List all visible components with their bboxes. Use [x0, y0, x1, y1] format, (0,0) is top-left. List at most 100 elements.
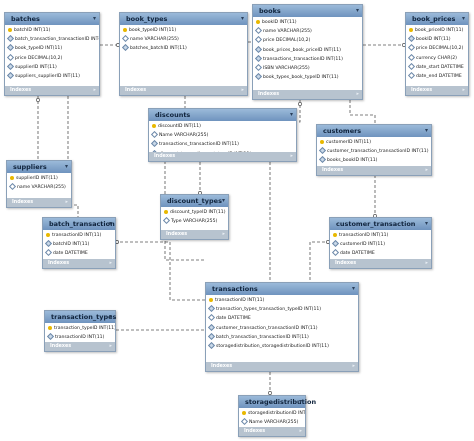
table-column[interactable]: book_types_book_typeID INT(11) — [253, 73, 362, 82]
table-column[interactable]: name VARCHAR(255) — [7, 183, 71, 192]
table-header[interactable]: books▾ — [253, 5, 362, 17]
expand-chevron-icon[interactable]: ▸ — [109, 343, 112, 349]
table-column[interactable]: book_typeID INT(11) — [120, 26, 247, 35]
collapse-chevron-icon[interactable]: ▾ — [424, 127, 428, 134]
table-column[interactable]: price DECIMAL(10,2) — [406, 44, 468, 53]
collapse-chevron-icon[interactable]: ▾ — [351, 285, 355, 292]
table-column[interactable]: customer_transaction_transactionID INT(1… — [317, 147, 431, 156]
table-column[interactable]: transactionID INT(11) — [45, 333, 115, 342]
table-column[interactable]: transactions_transactionID INT(11) — [253, 54, 362, 64]
collapse-chevron-icon[interactable]: ▾ — [108, 313, 112, 320]
table-column[interactable]: price DECIMAL(10,2) — [253, 36, 362, 45]
table-column[interactable]: currency CHAR(2) — [406, 53, 468, 63]
table-column[interactable]: transactionID INT(11) — [330, 231, 431, 240]
table-column[interactable]: transactions_transactionID INT(11) — [149, 140, 296, 149]
table-column[interactable]: bookID INT(11) — [406, 35, 468, 44]
expand-chevron-icon[interactable]: ▸ — [299, 428, 302, 434]
indexes-footer[interactable]: Indexes▸ — [161, 230, 228, 239]
table-customers[interactable]: customers▾customerID INT(11)customer_tra… — [316, 124, 432, 176]
table-column[interactable]: transaction_types_transaction_typeID INT… — [206, 305, 358, 314]
table-column[interactable]: batchID INT(11) — [43, 240, 115, 249]
collapse-chevron-icon[interactable]: ▾ — [221, 197, 225, 204]
table-column[interactable]: suppliers_supplierID INT(11) — [5, 71, 99, 81]
table-books[interactable]: books▾bookID INT(11)name VARCHAR(255)pri… — [252, 4, 363, 100]
table-column[interactable]: transaction_typeID INT(11) — [45, 324, 115, 333]
table-column[interactable]: customerID INT(11) — [317, 138, 431, 147]
expand-chevron-icon[interactable]: ▸ — [65, 199, 68, 205]
table-storagedistribution[interactable]: storagedistribution▾storagedistributionI… — [238, 395, 316, 437]
table-column[interactable]: Name VARCHAR(255) — [239, 418, 305, 427]
expand-chevron-icon[interactable]: ▸ — [462, 87, 465, 93]
expand-chevron-icon[interactable]: ▸ — [352, 363, 355, 369]
collapse-chevron-icon[interactable]: ▾ — [424, 220, 428, 227]
table-header[interactable]: batch_transaction▾ — [43, 218, 115, 230]
collapse-chevron-icon[interactable]: ▾ — [289, 111, 293, 118]
table-transaction-types[interactable]: transaction_types▾transaction_typeID INT… — [44, 310, 116, 352]
table-column[interactable]: transactionID INT(11) — [206, 296, 358, 305]
indexes-footer[interactable]: Indexes▸ — [253, 90, 362, 99]
collapse-chevron-icon[interactable]: ▾ — [298, 398, 302, 405]
table-header[interactable]: transaction_types▾ — [45, 311, 116, 323]
table-column[interactable]: book_typeID INT(11) — [5, 44, 99, 53]
table-column[interactable]: date DATETIME — [206, 314, 358, 323]
collapse-chevron-icon[interactable]: ▾ — [240, 15, 244, 22]
indexes-footer[interactable]: Indexes▸ — [317, 166, 431, 175]
table-header[interactable]: book_prices▾ — [406, 13, 468, 25]
table-column[interactable]: date DATETIME — [43, 249, 115, 258]
expand-chevron-icon[interactable]: ▸ — [222, 231, 225, 237]
collapse-chevron-icon[interactable]: ▾ — [64, 163, 68, 170]
table-column[interactable]: bookID INT(11) — [253, 18, 362, 27]
table-column[interactable]: ISBN VARCHAR(255) — [253, 63, 362, 73]
table-column[interactable]: batchID INT(11) — [5, 26, 99, 35]
table-customer-transaction[interactable]: customer_transaction▾transactionID INT(1… — [329, 217, 432, 269]
indexes-footer[interactable]: Indexes▸ — [149, 152, 296, 161]
table-column[interactable]: supplierID INT(11) — [7, 174, 71, 183]
expand-chevron-icon[interactable]: ▸ — [425, 260, 428, 266]
table-header[interactable]: customer_transaction▾ — [330, 218, 431, 230]
table-column[interactable]: book_prices_book_priceID INT(11) — [253, 45, 362, 55]
table-column[interactable]: customer_transaction_transactionID INT(1… — [206, 323, 358, 333]
table-column[interactable]: books_bookID INT(11) — [317, 156, 431, 165]
table-column[interactable]: batches_batchID INT(11) — [120, 44, 247, 53]
table-column[interactable]: batch_transaction_transactionID INT(11) — [206, 332, 358, 342]
table-column[interactable]: discount_typeID INT(11) — [161, 208, 228, 217]
indexes-footer[interactable]: Indexes▸ — [330, 259, 431, 268]
table-column[interactable]: customerID INT(11) — [330, 240, 431, 249]
expand-chevron-icon[interactable]: ▸ — [290, 153, 293, 159]
table-column[interactable]: date_end DATETIME — [406, 71, 468, 81]
table-book-prices[interactable]: book_prices▾book_priceID INT(11)bookID I… — [405, 12, 469, 96]
collapse-chevron-icon[interactable]: ▾ — [108, 220, 112, 227]
table-column[interactable]: book_priceID INT(11) — [406, 26, 468, 35]
table-book-types[interactable]: book_types▾book_typeID INT(11)name VARCH… — [119, 12, 248, 96]
table-header[interactable]: customers▾ — [317, 125, 431, 137]
indexes-footer[interactable]: Indexes▸ — [45, 342, 115, 351]
table-column[interactable]: Name VARCHAR(255) — [149, 131, 296, 140]
table-column[interactable]: name VARCHAR(255) — [253, 27, 362, 36]
table-header[interactable]: batches▾ — [5, 13, 99, 25]
indexes-footer[interactable]: Indexes▸ — [7, 198, 71, 207]
indexes-footer[interactable]: Indexes▸ — [206, 362, 358, 371]
table-header[interactable]: discount_types▾ — [161, 195, 228, 207]
table-header[interactable]: transactions▾ — [206, 283, 358, 295]
expand-chevron-icon[interactable]: ▸ — [109, 260, 112, 266]
table-column[interactable]: name VARCHAR(255) — [120, 35, 247, 44]
table-header[interactable]: suppliers▾ — [7, 161, 71, 173]
table-transactions[interactable]: transactions▾transactionID INT(11)transa… — [205, 282, 359, 372]
expand-chevron-icon[interactable]: ▸ — [425, 167, 428, 173]
indexes-footer[interactable]: Indexes▸ — [120, 86, 247, 95]
table-suppliers[interactable]: suppliers▾supplierID INT(11)name VARCHAR… — [6, 160, 72, 208]
indexes-footer[interactable]: Indexes▸ — [5, 86, 99, 95]
table-header[interactable]: discounts▾ — [149, 109, 296, 121]
collapse-chevron-icon[interactable]: ▾ — [461, 15, 465, 22]
indexes-footer[interactable]: Indexes▸ — [43, 259, 115, 268]
table-column[interactable]: storagedistributionID INT(11) — [239, 409, 305, 418]
table-header[interactable]: book_types▾ — [120, 13, 247, 25]
collapse-chevron-icon[interactable]: ▾ — [355, 7, 359, 14]
table-column[interactable]: batch_transaction_transactionID INT(11) — [5, 35, 99, 44]
table-discounts[interactable]: discounts▾discountID INT(11)Name VARCHAR… — [148, 108, 297, 162]
table-batch-transaction[interactable]: batch_transaction▾transactionID INT(11)b… — [42, 217, 116, 269]
table-column[interactable]: supplierID INT(11) — [5, 62, 99, 72]
table-column[interactable]: Type VARCHAR(255) — [161, 217, 228, 226]
table-column[interactable]: price DECIMAL(10,2) — [5, 53, 99, 63]
indexes-footer[interactable]: Indexes▸ — [239, 427, 305, 436]
